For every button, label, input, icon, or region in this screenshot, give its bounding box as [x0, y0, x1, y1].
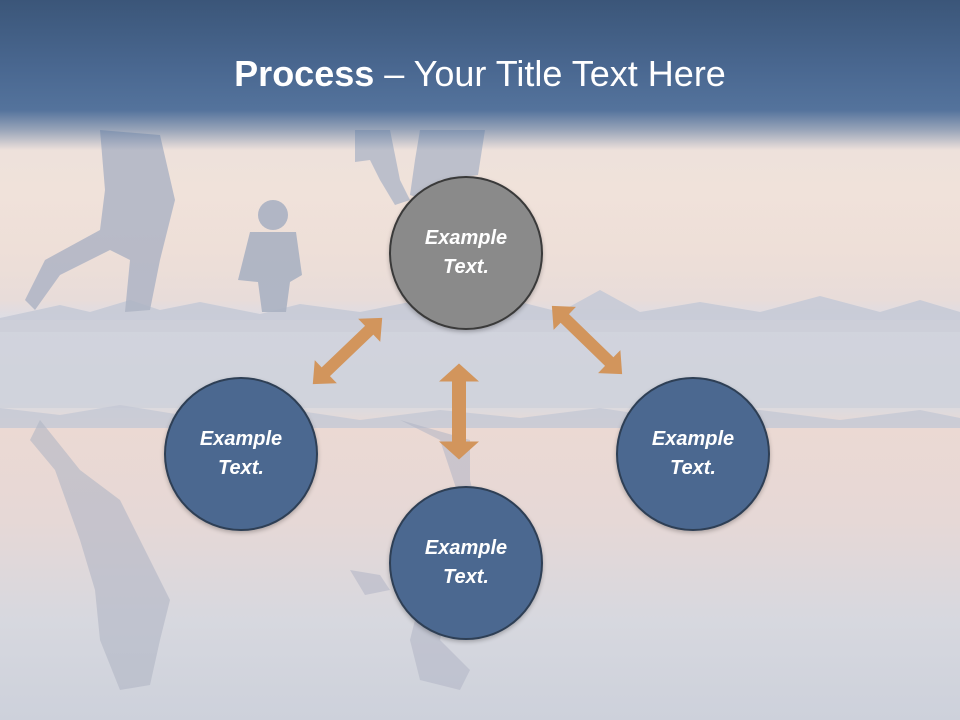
node-bottom-line2: Text. [443, 566, 489, 588]
node-right-line2: Text. [670, 457, 716, 479]
node-top-line2: Text. [443, 256, 489, 278]
arrow-left-top [312, 317, 383, 385]
node-left-line1: Example [199, 428, 283, 450]
arrow-right-top [551, 305, 623, 375]
node-right-line1: Example [651, 428, 735, 450]
node-top-line1: Example [424, 227, 508, 249]
title-rest: – Your Title Text Here [374, 53, 726, 94]
node-top: Example Text. [389, 176, 543, 330]
node-bottom-line1: Example [424, 537, 508, 559]
title-bold: Process [234, 53, 375, 94]
node-left-line2: Text. [218, 457, 264, 479]
node-bottom: Example Text. [389, 486, 543, 640]
arrow-vertical [439, 363, 479, 460]
node-left: Example Text. [164, 377, 318, 531]
node-right: Example Text. [616, 377, 770, 531]
title-bar [0, 0, 960, 150]
slide-title: Process – Your Title Text Here [0, 52, 960, 96]
